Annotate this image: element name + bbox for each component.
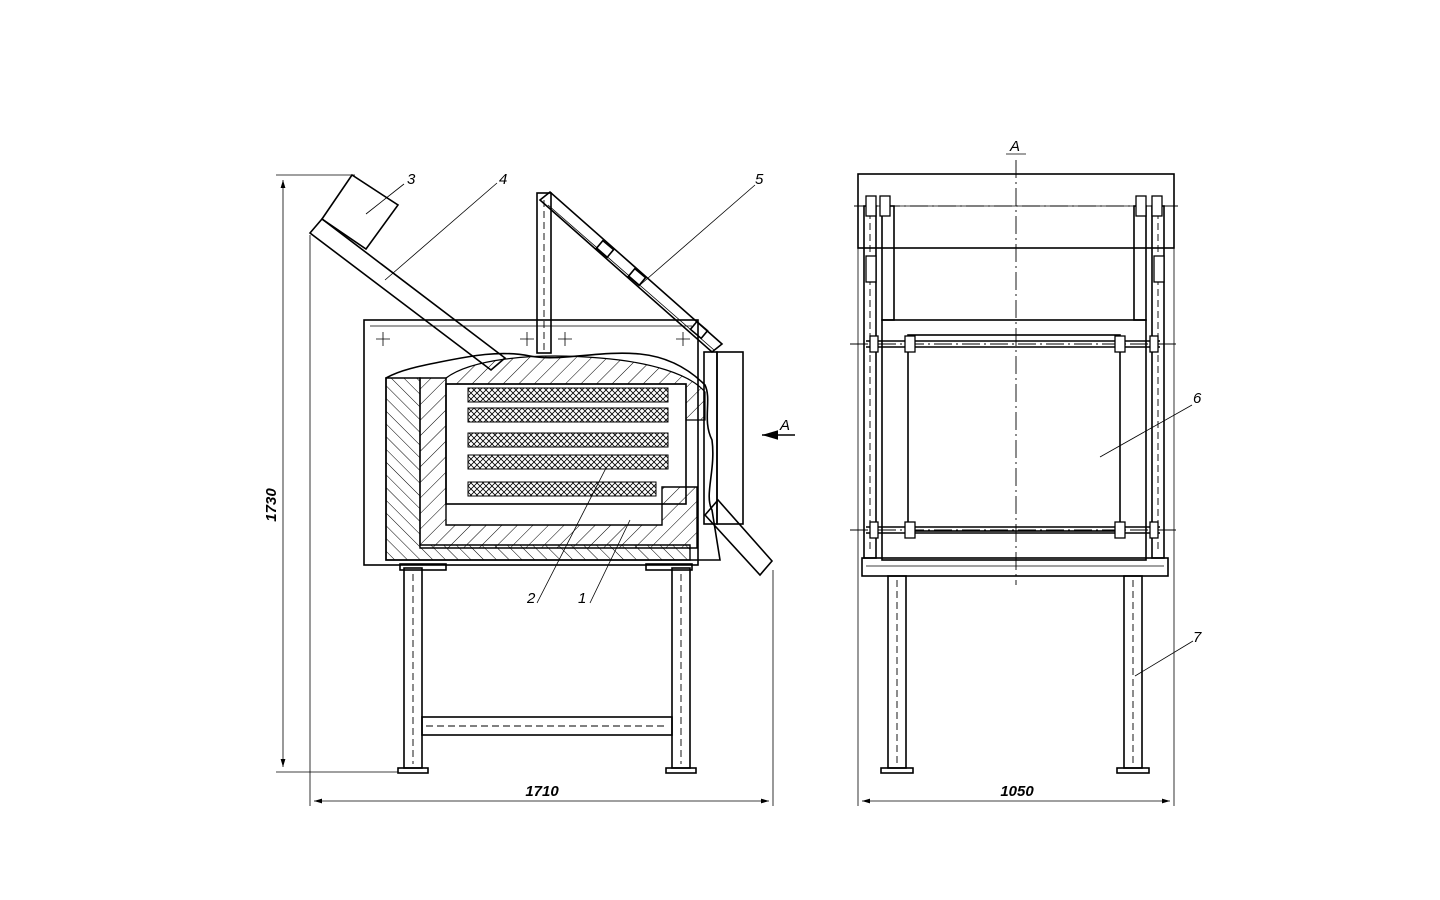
callout-3: 3	[407, 171, 416, 188]
view-arrow-label: A	[779, 417, 790, 434]
callout-1: 1	[578, 590, 586, 607]
callout-7: 7	[1193, 629, 1202, 646]
callout-6: 6	[1193, 390, 1202, 407]
front-view: 1730 1710 A 3 4 5 2 1	[263, 171, 795, 806]
dim-width-side: 1050	[857, 248, 1175, 806]
furnace-housing	[363, 319, 744, 566]
heating-elements	[467, 387, 669, 497]
dim-height: 1730	[263, 174, 398, 773]
callout-4: 4	[499, 171, 507, 188]
dim-width-front: 1710	[309, 235, 774, 806]
side-width-dimension-label: 1050	[1000, 783, 1034, 800]
view-arrow: A	[762, 417, 795, 440]
side-legs	[880, 575, 1150, 774]
front-width-dimension-label: 1710	[525, 783, 559, 800]
callout-2: 2	[526, 590, 536, 607]
loading-chute	[308, 173, 774, 577]
fasteners	[865, 195, 1165, 539]
front-leaders: 3 4 5 2 1	[365, 171, 764, 607]
front-legs	[397, 563, 697, 774]
section-label: A	[1009, 138, 1020, 155]
side-view: A 1050 6 7	[850, 138, 1202, 806]
height-dimension-label: 1730	[263, 488, 280, 522]
lift-mechanism	[536, 190, 724, 354]
callout-5: 5	[755, 171, 764, 188]
